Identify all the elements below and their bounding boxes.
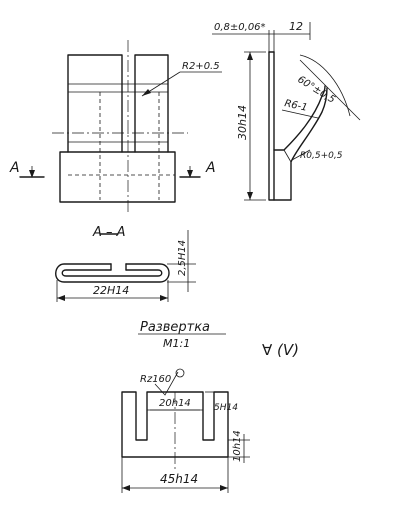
- side-angle-arc: [299, 54, 351, 117]
- blank-base-height-label: 10h14: [232, 430, 243, 462]
- section-cut-right-arrowhead: [187, 170, 193, 178]
- section-label-right: A: [205, 160, 216, 176]
- blank-width-arrow-right: [220, 485, 228, 491]
- section-title: A – A: [92, 225, 126, 240]
- blank-slot-depth-label: 5H14: [214, 403, 238, 413]
- blank-roughness-circle: [175, 368, 185, 378]
- side-width-label: 12: [289, 20, 303, 33]
- front-view: R2+0.5 A A: [9, 40, 222, 212]
- blank-width-label: 45h14: [160, 472, 198, 486]
- front-left-prong: [67, 54, 123, 153]
- side-small-radius-leader: [291, 149, 311, 161]
- roughness-note: ∀ (V): [262, 341, 299, 359]
- side-thickness-label: 0,8±0,06*: [214, 22, 266, 33]
- side-profile-inner: [273, 51, 326, 151]
- blank-view: Развертка М1:1 ∀ (V) Rz160 20h14 5H14 10…: [121, 320, 299, 493]
- front-base: [59, 151, 176, 203]
- side-bend-radius-label: R6-1: [283, 98, 308, 114]
- blank-title: Развертка: [140, 320, 210, 335]
- front-radius-label: R2+0.5: [182, 61, 220, 72]
- section-cut-left-arrowhead: [29, 170, 35, 178]
- side-bend-leader: [281, 109, 319, 119]
- side-height-arrow-top: [247, 52, 253, 60]
- blank-slot-label: 20h14: [159, 398, 191, 409]
- side-profile-outer: [268, 51, 328, 201]
- section-width-arrow-right: [160, 295, 168, 301]
- side-view: 0,8±0,06* 12 60°±0,5 R6-1 30h14 R0,5+0,5: [212, 20, 361, 201]
- side-small-radius-label: R0,5+0,5: [300, 151, 343, 161]
- side-angle-ray: [299, 59, 361, 121]
- section-inner-strip: [61, 269, 163, 277]
- side-step: [283, 149, 292, 163]
- section-label-left: A: [9, 160, 20, 176]
- section-width-label: 22H14: [93, 284, 129, 297]
- section-height-label: 2,5H14: [177, 240, 188, 276]
- front-right-prong: [134, 54, 169, 153]
- blank-outline: [121, 391, 229, 458]
- section-width-arrow-left: [57, 295, 65, 301]
- blank-roughness-label: Rz160: [140, 374, 171, 385]
- blank-roughness-symbol: [154, 371, 179, 396]
- blank-width-arrow-left: [122, 485, 130, 491]
- section-view: A – A 2,5H14 22H14: [55, 225, 196, 302]
- blank-scale: М1:1: [163, 337, 190, 350]
- section-outer-strip: [55, 263, 170, 283]
- side-height-arrow-bottom: [247, 192, 253, 200]
- side-height-label: 30h14: [236, 105, 249, 140]
- front-radius-arrow: [142, 89, 151, 96]
